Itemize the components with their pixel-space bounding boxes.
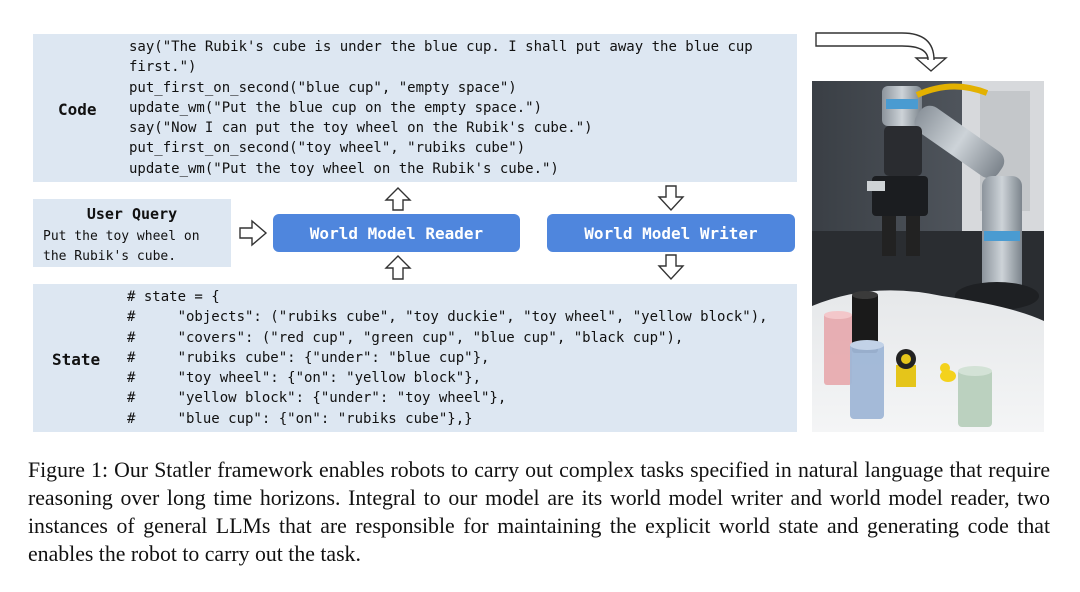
arrow-up-icon (384, 255, 412, 280)
world-model-reader-box: World Model Reader (273, 214, 520, 252)
figure-caption: Figure 1: Our Statler framework enables … (28, 458, 1050, 566)
state-line: # "yellow block": {"under": "toy wheel"}… (127, 390, 507, 407)
code-line: say("Now I can put the toy wheel on the … (129, 120, 593, 137)
user-query-title: User Query (86, 205, 178, 223)
state-line: # "rubiks cube": {"under": "blue cup"}, (127, 349, 490, 366)
state-line: # state = { (127, 289, 220, 305)
robot-photo (812, 81, 1044, 432)
state-label: State (52, 350, 101, 369)
arrow-down-icon (657, 254, 685, 281)
state-panel (33, 284, 797, 432)
code-line: first.") (129, 59, 197, 76)
arrow-down-icon (657, 185, 685, 212)
code-panel (33, 34, 797, 182)
code-label: Code (58, 100, 97, 119)
user-query-text: Put the toy wheel on the Rubik's cube. (43, 229, 200, 264)
code-line: put_first_on_second("blue cup", "empty s… (129, 79, 517, 96)
arrow-up-icon (384, 187, 412, 211)
state-line: # "blue cup": {"on": "rubiks cube"},} (127, 410, 473, 427)
world-model-writer-box: World Model Writer (547, 214, 795, 252)
code-lines: say("The Rubik's cube is under the blue … (129, 37, 753, 179)
state-lines: # state = { # "objects": ("rubiks cube",… (127, 287, 768, 429)
state-line: # "objects": ("rubiks cube", "toy duckie… (127, 309, 768, 326)
curved-arrow-icon (815, 32, 948, 72)
robot-scene-image (812, 81, 1044, 432)
code-line: update_wm("Put the blue cup on the empty… (129, 99, 543, 116)
code-line: put_first_on_second("toy wheel", "rubiks… (129, 140, 526, 157)
user-query-panel: User Query Put the toy wheel on the Rubi… (33, 199, 231, 267)
state-line: # "covers": ("red cup", "green cup", "bl… (127, 329, 684, 346)
code-line: say("The Rubik's cube is under the blue … (129, 39, 753, 55)
code-line: update_wm("Put the toy wheel on the Rubi… (129, 160, 559, 177)
state-line: # "toy wheel": {"on": "yellow block"}, (127, 370, 482, 387)
arrow-right-icon (239, 219, 268, 247)
